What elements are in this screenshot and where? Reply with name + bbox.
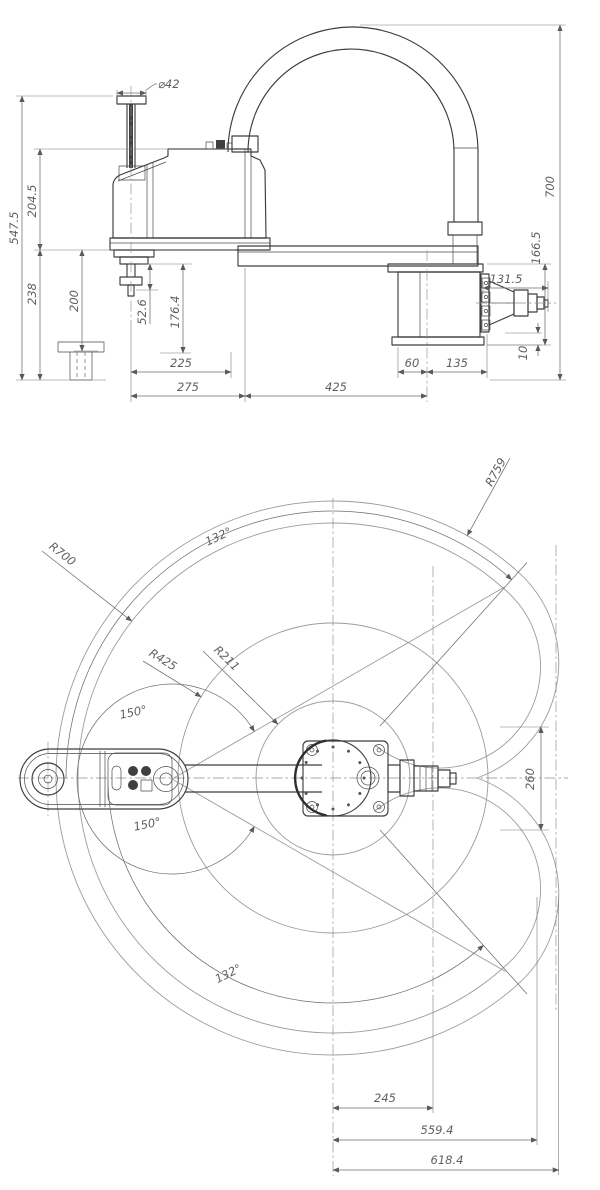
floor-bracket <box>57 341 105 381</box>
robot-top-outline <box>19 739 457 817</box>
dim-mid-reach: R700 <box>46 539 78 568</box>
link-arm <box>237 245 479 267</box>
dim-connector-depth: 131.5 <box>490 272 523 286</box>
arm-housing <box>112 148 267 239</box>
duct-clamp <box>231 135 259 153</box>
robot-side-outline <box>57 26 556 402</box>
dim-arm2-reach: 275 <box>177 380 199 394</box>
bolt-circle <box>300 745 366 811</box>
forearm-capsule <box>19 748 189 810</box>
dim-arm1-reach: R425 <box>147 646 180 674</box>
dim-height-total: 547.5 <box>7 212 21 245</box>
dim-base-gap: 10 <box>516 346 530 361</box>
dim-offset-a: 245 <box>374 1091 396 1105</box>
base-side <box>387 263 485 346</box>
tool-shaft <box>113 249 155 297</box>
angle-dimensions: 132° 132° 150° 150° <box>65 510 513 1004</box>
side-view: ⌀42 547.5 204.5 238 200 52.6 <box>7 24 566 402</box>
dim-j2-lower: 150° <box>132 814 162 833</box>
base-connectors-top <box>387 759 457 797</box>
inner-lobe-bottom <box>374 787 541 968</box>
shoulder-arc <box>294 739 327 817</box>
dim-shaft-diameter: ⌀42 <box>158 77 180 91</box>
dim-base-rear-offset: 135 <box>446 356 468 370</box>
dim-offset-b: 559.4 <box>421 1123 454 1137</box>
top-view: R759 R700 R425 R211 132° 132° 150° 150° <box>18 456 568 1176</box>
dim-quill-offset: 52.6 <box>135 299 149 325</box>
dim-min-reach: R211 <box>211 643 242 674</box>
dim-max-reach: R759 <box>482 456 509 489</box>
dim-z-stroke: 200 <box>67 290 81 312</box>
inner-lobe-top <box>374 588 541 769</box>
dim-base-height: 166.5 <box>529 232 543 265</box>
r759-arc <box>55 500 519 1056</box>
dim-arm2-length: 225 <box>170 356 192 370</box>
dim-base-front-offset: 60 <box>405 356 420 370</box>
dim-arm1-length: 425 <box>325 380 347 394</box>
dim-height-upper: 204.5 <box>25 185 39 218</box>
outer-lobe-bottom <box>476 777 560 985</box>
forearm-motor-housing <box>107 752 173 806</box>
dim-shaft-length: 176.4 <box>168 296 182 329</box>
radius-leaders: R759 R700 R425 R211 <box>41 456 511 725</box>
dim-offset-c: 618.4 <box>431 1153 464 1167</box>
shaft-top-plate <box>116 95 147 105</box>
dim-j2-upper: 150° <box>118 702 148 721</box>
dim-duct-height: 700 <box>543 176 557 198</box>
dim-height-lower: 238 <box>25 283 39 305</box>
base-top <box>294 739 389 817</box>
side-view-dimensions: ⌀42 547.5 204.5 238 200 52.6 <box>7 24 566 402</box>
dim-lobe-gap: 260 <box>523 768 537 790</box>
top-view-dimensions: 260 245 559.4 618.4 <box>332 726 560 1175</box>
